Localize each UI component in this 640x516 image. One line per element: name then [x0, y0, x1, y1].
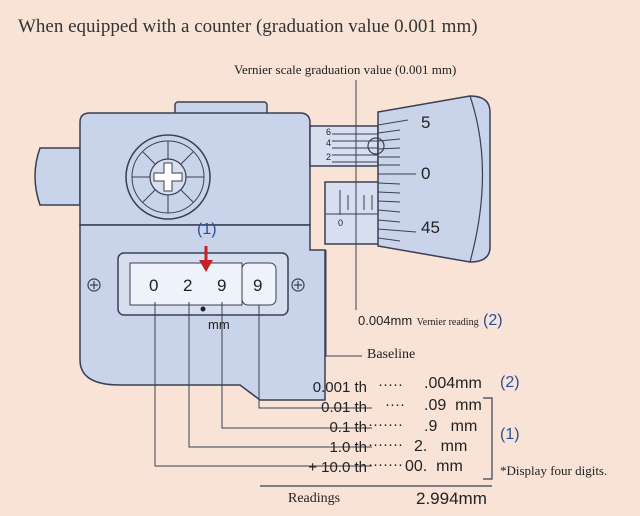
counter-digit-tenths: 9: [217, 276, 227, 295]
thimble: [377, 95, 491, 263]
thimble-mark-5: 5: [421, 113, 431, 132]
page-heading: When equipped with a counter (graduation…: [18, 16, 478, 37]
decimal-point: [200, 306, 206, 312]
readings-value-3: 2. mm: [414, 438, 468, 455]
counter-unit: mm: [208, 317, 230, 332]
readings-dots-2: ·······: [368, 416, 403, 433]
readings-dots-0: ·····: [378, 376, 403, 393]
vernier-reading-callout: (2): [483, 312, 503, 329]
readings-place-2: 0.1 th: [329, 419, 367, 436]
counter-digit-ones: 2: [183, 276, 193, 295]
counter-digit-tens: 0: [149, 276, 159, 295]
readings-place-1: 0.01 th: [321, 399, 367, 416]
arrow-down-icon: [199, 246, 213, 272]
thimble-mark-0: 0: [421, 164, 431, 183]
vernier-tick-4: 4: [326, 138, 332, 148]
readings-dots-1: ····: [385, 396, 405, 413]
readings-dots-3: ·······: [368, 436, 403, 453]
vernier-reading-value: 0.004mm: [358, 313, 413, 328]
counter-digit-hundredths: 9: [253, 276, 263, 295]
screw-icon: [87, 278, 305, 292]
readings-value-1: .09 mm: [424, 397, 482, 414]
readings-place-3: 1.0 th: [329, 439, 367, 456]
readings-value-0: .004mm: [424, 375, 482, 392]
display-note: *Display four digits.: [500, 463, 608, 478]
readings-dots-4: ·······: [368, 456, 403, 473]
digit-leaders: [154, 250, 372, 467]
readings-value-4: 00. mm: [405, 458, 463, 475]
thimble-mark-45: 45: [421, 218, 440, 237]
readings-place-4: + 10.0 th: [308, 459, 367, 476]
total-value: 2.994mm: [416, 489, 487, 508]
vernier-reading-label: Vernier reading: [416, 317, 479, 328]
total-label: Readings: [288, 491, 341, 506]
bracket: [483, 397, 493, 480]
bracket-callout-top: (2): [500, 374, 520, 391]
vernier-reading: 0.004mm Vernier reading (2): [358, 312, 503, 330]
sleeve-lower: [324, 181, 381, 245]
readings-place-0: 0.001 th: [312, 379, 367, 396]
vernier-tick-6: 6: [326, 127, 332, 137]
bracket-callout-bottom: (1): [500, 426, 520, 443]
sleeve-tick-0: 0: [338, 218, 344, 228]
thimble-graduations: [377, 119, 417, 242]
vernier-tick-2: 2: [326, 152, 332, 162]
counter-callout: (1): [197, 221, 217, 238]
baseline-label: Baseline: [367, 347, 416, 362]
ratchet-knob: [125, 134, 211, 220]
counter-window: [129, 262, 243, 306]
reading-circle: [367, 137, 385, 155]
vernier-graduation-label: Vernier scale graduation value (0.001 mm…: [234, 62, 457, 77]
readings-value-2: .9 mm: [424, 418, 478, 435]
spindle-rod: [34, 147, 81, 206]
